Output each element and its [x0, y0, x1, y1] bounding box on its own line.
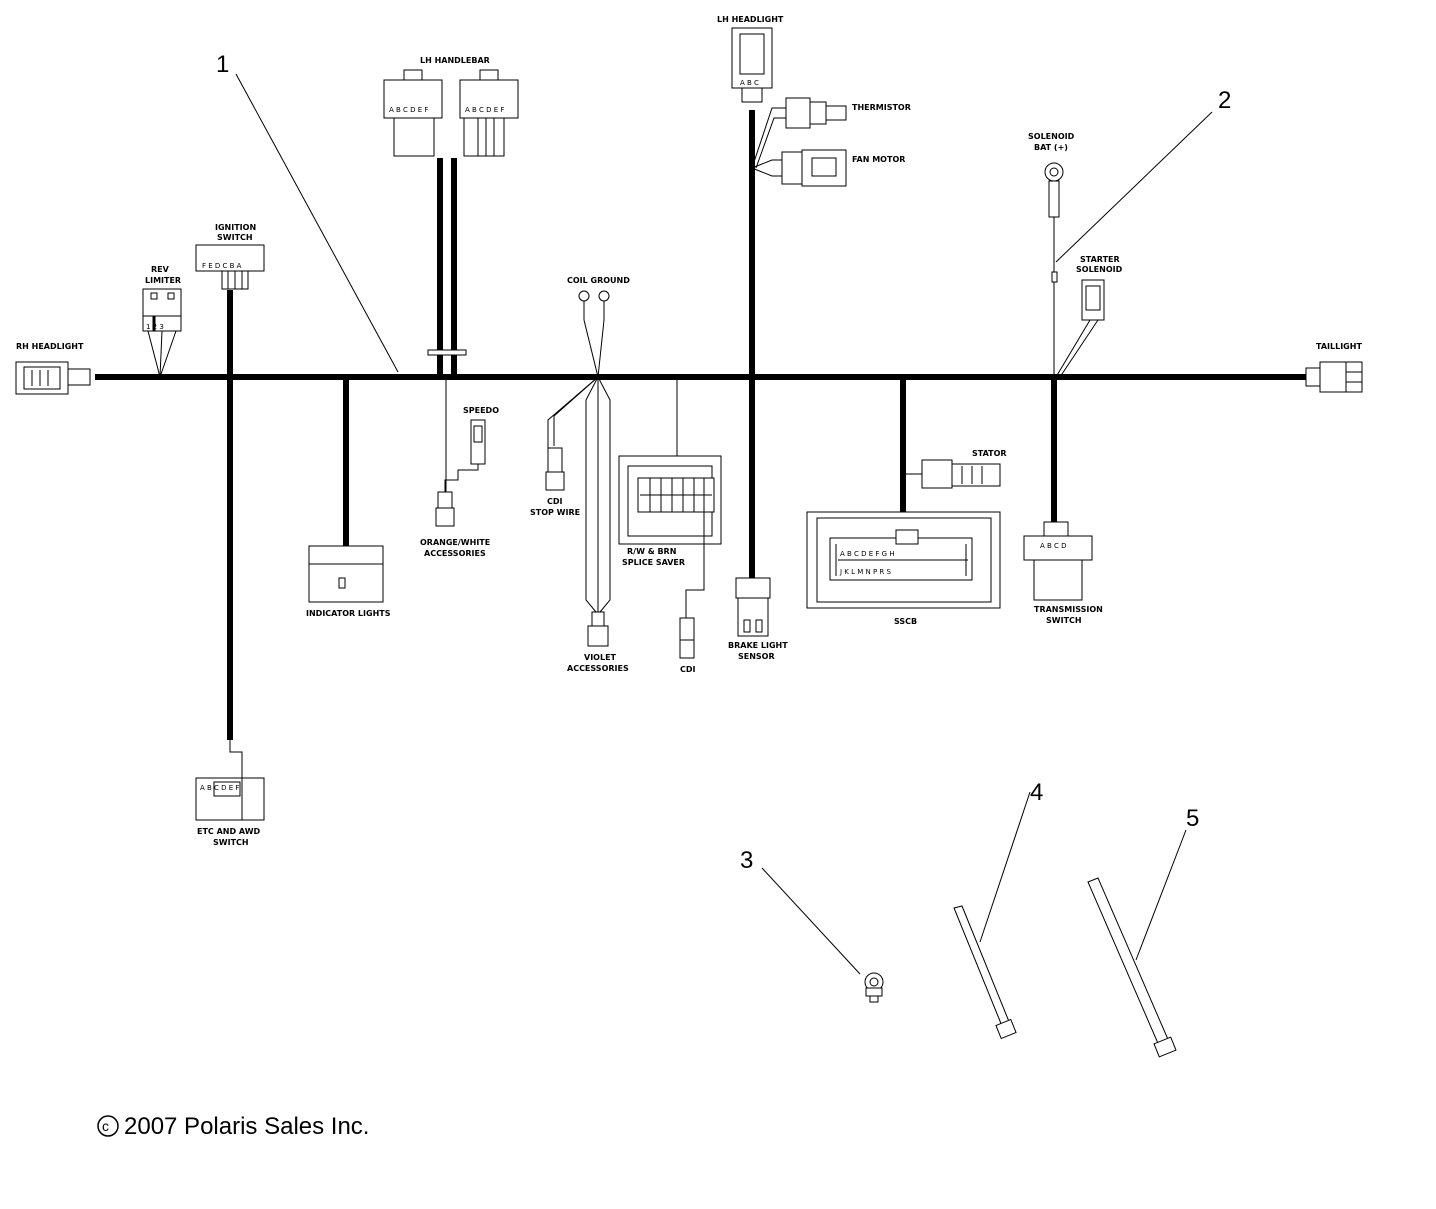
- lh-handlebar-right-pins: A B C D E F: [465, 106, 504, 114]
- thermistor-label: THERMISTOR: [852, 103, 911, 112]
- orange-white-label-1: ORANGE/WHITE: [420, 538, 490, 547]
- splice-label-2: SPLICE SAVER: [622, 558, 685, 567]
- fan-motor-label: FAN MOTOR: [852, 155, 905, 164]
- ignition-pins: F E D C B A: [202, 262, 242, 270]
- callout-5: 5: [1186, 805, 1199, 832]
- sscb-pins-row2: J K L M N P R S: [839, 568, 891, 576]
- indicator-label: INDICATOR LIGHTS: [306, 609, 391, 618]
- harness-clamp-part: [864, 972, 884, 1003]
- cdi-label: CDI: [680, 665, 696, 674]
- solenoid-bat-terminal: [1044, 162, 1064, 377]
- sscb-label: SSCB: [894, 617, 917, 626]
- rev-limiter-pins: 1 2 3: [146, 323, 164, 331]
- callout-2-leader: [1055, 111, 1213, 263]
- orange-white-connector: [435, 377, 455, 527]
- copyright-text: 2007 Polaris Sales Inc.: [124, 1113, 369, 1140]
- solenoid-label-1: SOLENOID: [1028, 132, 1075, 141]
- rev-limiter-label-2: LIMITER: [145, 276, 181, 285]
- copyright-notice: c 2007 Polaris Sales Inc.: [97, 1113, 369, 1140]
- transmission-pins: A B C D: [1040, 542, 1067, 550]
- rev-limiter-label-1: REV: [151, 265, 170, 274]
- sscb-pins-row1: A B C D E F G H: [840, 550, 895, 558]
- coil-ground-terminals: [578, 290, 610, 378]
- copyright-symbol: c: [102, 1118, 109, 1134]
- stator-label: STATOR: [972, 449, 1007, 458]
- callout-5-leader: [1135, 829, 1187, 961]
- speedo-label: SPEEDO: [463, 406, 499, 415]
- starter-label-1: STARTER: [1080, 255, 1120, 264]
- orange-white-label-2: ACCESSORIES: [424, 549, 486, 558]
- etc-label-1: ETC AND AWD: [197, 827, 261, 836]
- callout-1-leader: [235, 73, 399, 373]
- callout-2: 2: [1218, 87, 1231, 114]
- cdi-stop-wire-connector: [545, 376, 599, 491]
- callout-1: 1: [216, 51, 229, 78]
- sscb-connector: [806, 511, 1001, 609]
- callout-4: 4: [1030, 779, 1043, 806]
- etc-label-2: SWITCH: [213, 838, 249, 847]
- cable-tie-long-part: [1087, 877, 1177, 1058]
- brake-label-1: BRAKE LIGHT: [728, 641, 788, 650]
- starter-solenoid-connector: [1055, 279, 1105, 378]
- rh-headlight-label: RH HEADLIGHT: [16, 342, 84, 351]
- transmission-label-2: SWITCH: [1046, 616, 1082, 625]
- violet-accessories-connector: [585, 376, 611, 647]
- fan-motor-connector: [751, 149, 847, 187]
- taillight-connector: [1305, 361, 1363, 393]
- cdi-connector: [679, 617, 695, 659]
- cdi-stop-label-2: STOP WIRE: [530, 508, 580, 517]
- ignition-switch-connector: [195, 244, 265, 290]
- stator-connector: [903, 459, 1001, 489]
- rev-limiter-connector: [142, 288, 182, 378]
- copyright-symbol-icon: [97, 1115, 119, 1137]
- cdi-stop-label-1: CDI: [547, 497, 563, 506]
- etc-awd-switch-connector: [195, 740, 265, 821]
- lh-handlebar-label: LH HANDLEBAR: [420, 56, 490, 65]
- callout-3: 3: [740, 847, 753, 874]
- lh-handlebar-left-pins: A B C D E F: [389, 106, 428, 114]
- etc-pins: A B C D E F: [200, 784, 239, 792]
- callout-4-leader: [979, 791, 1031, 943]
- transmission-switch-connector: [1023, 521, 1093, 601]
- brake-light-sensor-connector: [735, 577, 771, 637]
- callout-3-leader: [761, 867, 861, 975]
- rh-headlight-connector: [15, 361, 91, 395]
- solenoid-label-2: BAT (+): [1034, 143, 1068, 152]
- ignition-label-1: IGNITION: [215, 223, 256, 232]
- lh-handlebar-left-connector: [383, 69, 443, 157]
- transmission-label-1: TRANSMISSION: [1034, 605, 1103, 614]
- taillight-label: TAILLIGHT: [1316, 342, 1362, 351]
- ignition-label-2: SWITCH: [217, 233, 253, 242]
- cable-tie-short-part: [953, 905, 1017, 1040]
- coil-ground-label: COIL GROUND: [567, 276, 630, 285]
- lh-headlight-label: LH HEADLIGHT: [717, 15, 784, 24]
- splice-label-1: R/W & BRN: [627, 547, 676, 556]
- harness-clip-band: [427, 349, 467, 356]
- thermistor-connector: [751, 97, 847, 169]
- indicator-lights-connector: [308, 545, 384, 603]
- violet-label-2: ACCESSORIES: [567, 664, 629, 673]
- violet-label-1: VIOLET: [584, 653, 617, 662]
- starter-label-2: SOLENOID: [1076, 265, 1123, 274]
- speedo-connector: [444, 419, 486, 492]
- lh-headlight-connector: [731, 27, 773, 103]
- lh-headlight-pins: A B C: [740, 79, 759, 87]
- lh-handlebar-right-connector: [459, 69, 519, 157]
- brake-label-2: SENSOR: [738, 652, 775, 661]
- splice-saver-connector: [618, 377, 722, 618]
